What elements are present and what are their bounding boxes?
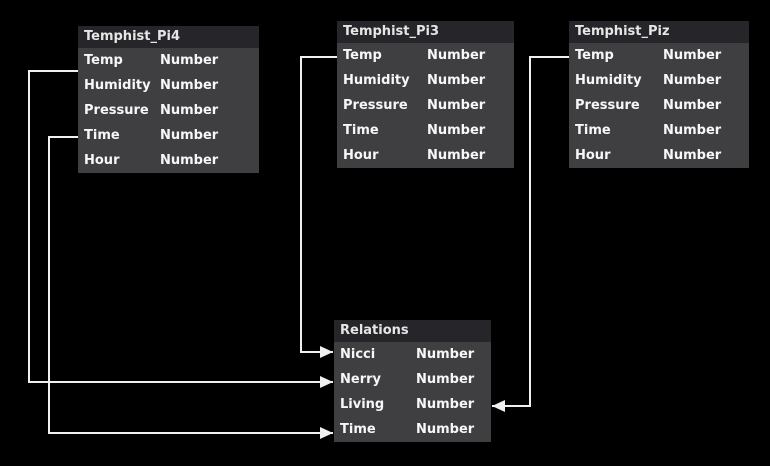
table-row[interactable]: Nerry Number [334, 367, 491, 392]
field-name: Time [343, 123, 379, 138]
table-title[interactable]: Temphist_Pi4 [78, 26, 259, 48]
table-row[interactable]: Pressure Number [78, 98, 259, 123]
arrowhead-right-icon [320, 376, 333, 388]
field-type: Number [663, 73, 722, 88]
arrowhead-left-icon [492, 400, 505, 412]
field-name: Hour [84, 153, 120, 168]
table-temphist-piz: Temphist_Piz Temp Number Humidity Number… [569, 21, 749, 168]
table-row[interactable]: Temp Number [78, 48, 259, 73]
field-name: Pressure [343, 98, 408, 113]
field-type: Number [427, 148, 486, 163]
table-row[interactable]: Temp Number [569, 43, 749, 68]
table-row[interactable]: Humidity Number [569, 68, 749, 93]
field-name: Nicci [340, 347, 376, 362]
field-name: Temp [84, 53, 123, 68]
table-temphist-pi4: Temphist_Pi4 Temp Number Humidity Number… [78, 26, 259, 173]
field-type: Number [416, 422, 475, 437]
arrowhead-right-icon [320, 346, 333, 358]
table-row[interactable]: Hour Number [569, 143, 749, 168]
field-name: Hour [343, 148, 379, 163]
table-row[interactable]: Humidity Number [78, 73, 259, 98]
field-type: Number [160, 153, 219, 168]
field-name: Temp [343, 48, 382, 63]
field-name: Time [84, 128, 120, 143]
table-row[interactable]: Living Number [334, 392, 491, 417]
table-title[interactable]: Temphist_Piz [569, 21, 749, 43]
field-type: Number [427, 48, 486, 63]
connection[interactable] [300, 56, 337, 358]
field-type: Number [663, 48, 722, 63]
field-type: Number [416, 372, 475, 387]
field-name: Humidity [84, 78, 151, 93]
connection[interactable] [492, 56, 569, 412]
table-row[interactable]: Nicci Number [334, 342, 491, 367]
field-name: Living [340, 397, 385, 412]
table-row[interactable]: Time Number [337, 118, 514, 143]
field-name: Humidity [575, 73, 642, 88]
table-row[interactable]: Hour Number [337, 143, 514, 168]
table-row[interactable]: Hour Number [78, 148, 259, 173]
table-row[interactable]: Time Number [334, 417, 491, 442]
field-type: Number [416, 397, 475, 412]
field-name: Pressure [575, 98, 640, 113]
field-name: Time [575, 123, 611, 138]
field-name: Humidity [343, 73, 410, 88]
field-type: Number [160, 128, 219, 143]
table-title[interactable]: Relations [334, 320, 491, 342]
table-row[interactable]: Pressure Number [337, 93, 514, 118]
field-type: Number [427, 123, 486, 138]
field-name: Temp [575, 48, 614, 63]
field-type: Number [663, 123, 722, 138]
field-type: Number [663, 148, 722, 163]
connection[interactable] [28, 70, 333, 388]
field-name: Time [340, 422, 376, 437]
field-name: Nerry [340, 372, 381, 387]
field-type: Number [160, 78, 219, 93]
arrowhead-right-icon [320, 427, 333, 439]
table-title[interactable]: Temphist_Pi3 [337, 21, 514, 43]
table-row[interactable]: Time Number [78, 123, 259, 148]
field-type: Number [160, 53, 219, 68]
field-type: Number [663, 98, 722, 113]
table-temphist-pi3: Temphist_Pi3 Temp Number Humidity Number… [337, 21, 514, 168]
field-type: Number [416, 347, 475, 362]
connection[interactable] [48, 136, 333, 439]
table-row[interactable]: Time Number [569, 118, 749, 143]
table-row[interactable]: Pressure Number [569, 93, 749, 118]
table-relations: Relations Nicci Number Nerry Number Livi… [334, 320, 491, 442]
table-row[interactable]: Humidity Number [337, 68, 514, 93]
field-type: Number [427, 73, 486, 88]
field-name: Hour [575, 148, 611, 163]
table-row[interactable]: Temp Number [337, 43, 514, 68]
field-type: Number [160, 103, 219, 118]
field-type: Number [427, 98, 486, 113]
field-name: Pressure [84, 103, 149, 118]
